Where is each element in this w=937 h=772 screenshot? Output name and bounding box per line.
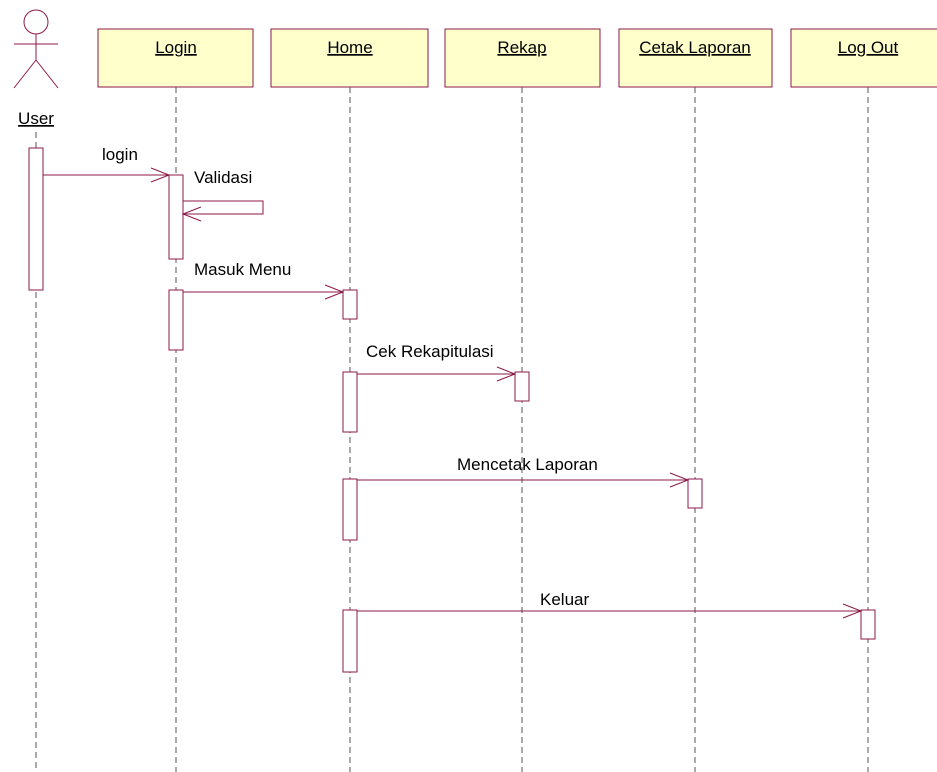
- object-box-home: [270, 28, 429, 88]
- message-cek-rekapitulasi-label: Cek Rekapitulasi: [366, 342, 494, 361]
- arrowhead-icon: [324, 284, 345, 300]
- object-log-out: Log Out: [790, 28, 937, 88]
- activation-home-3: [342, 478, 358, 541]
- activation-login-2: [168, 289, 184, 351]
- actor-head-icon: [23, 9, 49, 35]
- object-box-rekap: [444, 28, 601, 88]
- object-login: Login: [97, 28, 254, 88]
- activation-rekap: [514, 371, 530, 402]
- message-validasi: Validasi: [181, 168, 264, 222]
- arrowhead-icon: [496, 366, 517, 382]
- actor-left-leg: [13, 59, 37, 89]
- object-box-cetak-laporan: [618, 28, 773, 88]
- object-home: Home: [270, 28, 429, 88]
- object-label-rekap: Rekap: [497, 38, 546, 57]
- object-box-login: [97, 28, 254, 88]
- object-label-log-out: Log Out: [838, 38, 899, 57]
- activation-home-2: [342, 371, 358, 433]
- message-login-label: login: [102, 145, 138, 164]
- object-box-log-out: [790, 28, 937, 88]
- activation-user: [28, 147, 44, 291]
- actor-label: User: [18, 109, 54, 128]
- activation-log-out: [860, 609, 876, 640]
- message-validasi-line: [183, 200, 264, 215]
- object-label-cetak-laporan: Cetak Laporan: [639, 38, 751, 57]
- message-mencetak-laporan: Mencetak Laporan: [357, 455, 690, 488]
- activation-login-1: [168, 174, 184, 260]
- message-masuk-menu-label: Masuk Menu: [194, 260, 291, 279]
- arrowhead-icon: [181, 206, 202, 222]
- activation-home-1: [342, 289, 358, 320]
- object-cetak-laporan: Cetak Laporan: [618, 28, 773, 88]
- message-masuk-menu: Masuk Menu: [183, 260, 345, 300]
- message-mencetak-laporan-label: Mencetak Laporan: [457, 455, 598, 474]
- arrowhead-icon: [150, 167, 171, 183]
- object-label-login: Login: [155, 38, 197, 57]
- activation-cetak-laporan: [687, 478, 703, 509]
- message-keluar-label: Keluar: [540, 590, 589, 609]
- activation-home-4: [342, 609, 358, 673]
- arrowhead-icon: [669, 472, 690, 488]
- message-cek-rekapitulasi: Cek Rekapitulasi: [357, 342, 517, 382]
- actor-user: User: [13, 9, 59, 128]
- message-keluar: Keluar: [357, 590, 863, 619]
- message-validasi-label: Validasi: [194, 168, 252, 187]
- object-rekap: Rekap: [444, 28, 601, 88]
- actor-right-leg: [35, 59, 59, 89]
- arrowhead-icon: [842, 603, 863, 619]
- object-label-home: Home: [327, 38, 372, 57]
- message-login: login: [43, 145, 171, 183]
